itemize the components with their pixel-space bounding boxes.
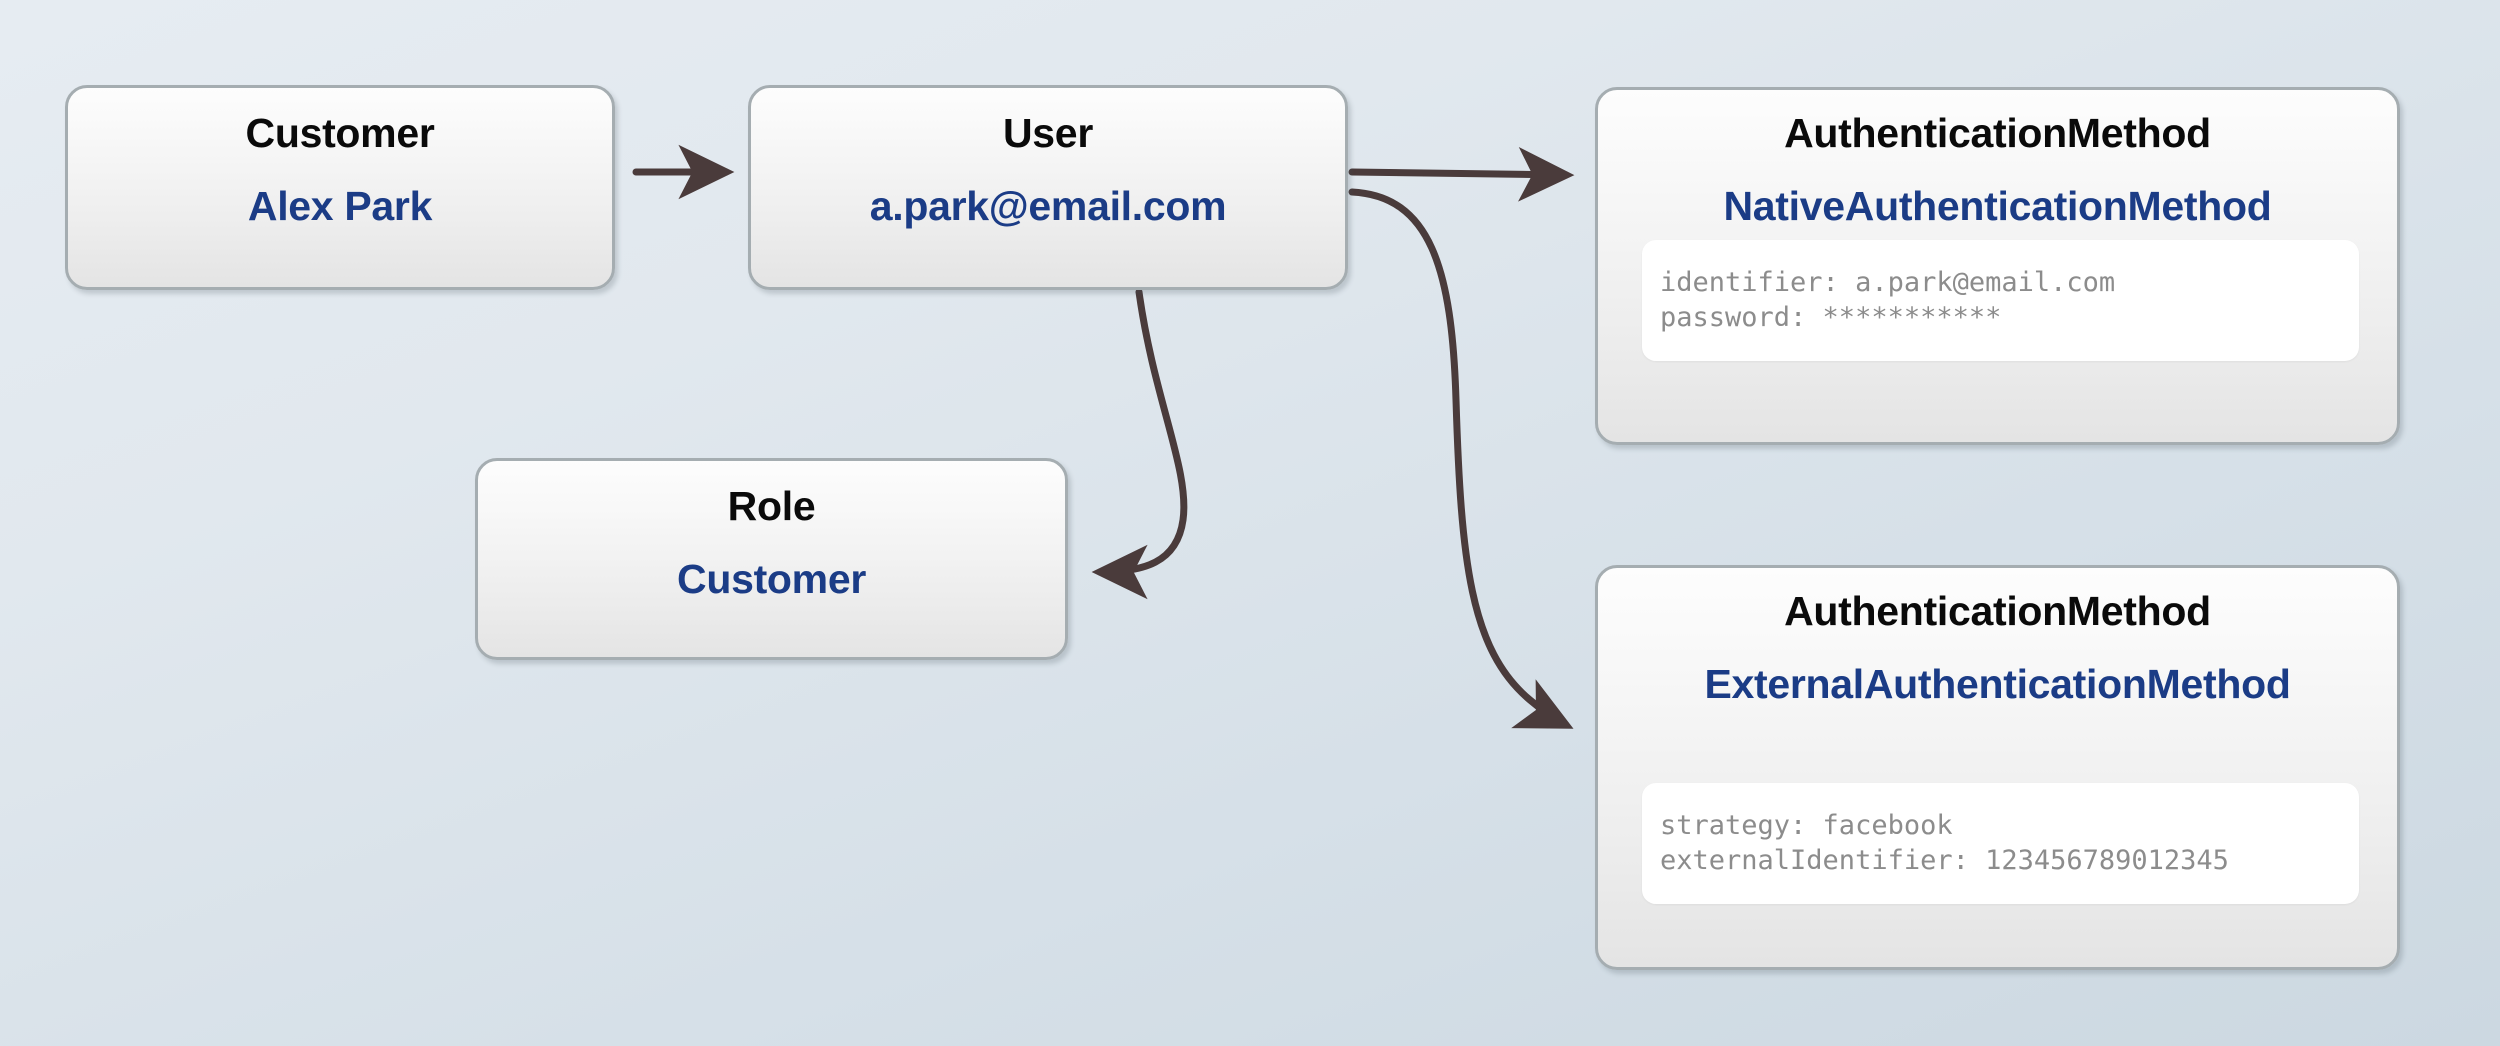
node-customer[interactable]: Customer Alex Park [65,85,615,290]
node-user-subtitle: a.park@email.com [869,183,1227,229]
node-user-title: User [1003,110,1093,156]
attribute-identifier: identifier: a.park@email.com [1660,267,2116,298]
node-customer-subtitle: Alex Park [247,183,433,229]
node-external-auth-subtitle: ExternalAuthenticationMethod [1704,661,2291,707]
node-external-authentication-method[interactable]: AuthenticationMethod ExternalAuthenticat… [1595,565,2400,970]
node-role-title: Role [727,483,816,529]
node-native-auth-title: AuthenticationMethod [1784,110,2211,156]
node-external-auth-title: AuthenticationMethod [1784,588,2211,634]
edge-user-to-role [1091,288,1188,600]
node-native-authentication-method[interactable]: AuthenticationMethod NativeAuthenticatio… [1595,87,2400,445]
edge-user-to-native-auth [1348,147,1575,202]
edge-user-to-external-auth [1348,188,1574,729]
attribute-external-identifier: externalIdentifier: 123456789012345 [1660,844,2229,876]
node-user[interactable]: User a.park@email.com [748,85,1348,290]
native-auth-attribute-panel: identifier: a.park@email.com password: *… [1642,240,2359,362]
node-native-auth-subtitle: NativeAuthenticationMethod [1723,183,2272,229]
external-auth-attribute-panel: strategy: facebook externalIdentifier: 1… [1642,783,2359,905]
node-role-subtitle: Customer [677,556,866,602]
node-customer-title: Customer [245,110,435,156]
attribute-password: password: *********** [1660,301,2002,333]
attribute-strategy: strategy: facebook [1660,810,1953,841]
node-role[interactable]: Role Customer [475,458,1068,660]
